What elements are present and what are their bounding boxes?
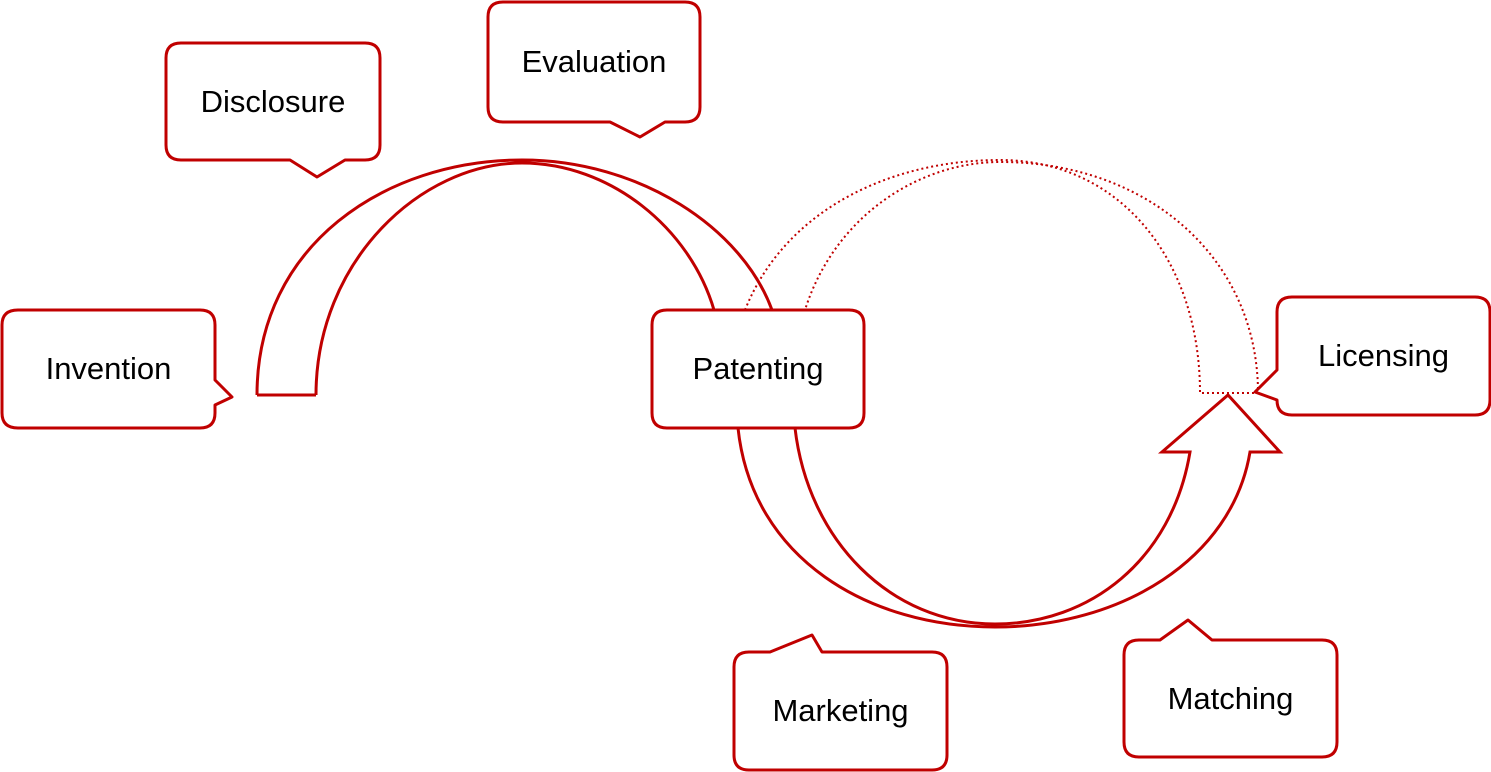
- upper-arc-arrow: [255, 158, 774, 397]
- disclosure-callout: [164, 41, 382, 179]
- invention-callout: [0, 308, 234, 430]
- marketing-callout: [732, 633, 949, 772]
- dotted-arc: [744, 158, 1260, 394]
- disclosure-label: Disclosure: [200, 83, 346, 119]
- invention-label: Invention: [45, 351, 172, 386]
- licensing-label: Licensing: [1318, 338, 1449, 373]
- patenting-box: [650, 308, 866, 430]
- evaluation-label: Evaluation: [521, 44, 667, 79]
- patenting-label: Patenting: [692, 351, 824, 386]
- licensing-callout: [1253, 295, 1491, 417]
- evaluation-callout: [486, 0, 702, 139]
- matching-callout: [1122, 618, 1339, 759]
- matching-label: Matching: [1167, 680, 1294, 716]
- lower-arc-arrow: [736, 392, 1284, 629]
- marketing-label: Marketing: [772, 693, 909, 728]
